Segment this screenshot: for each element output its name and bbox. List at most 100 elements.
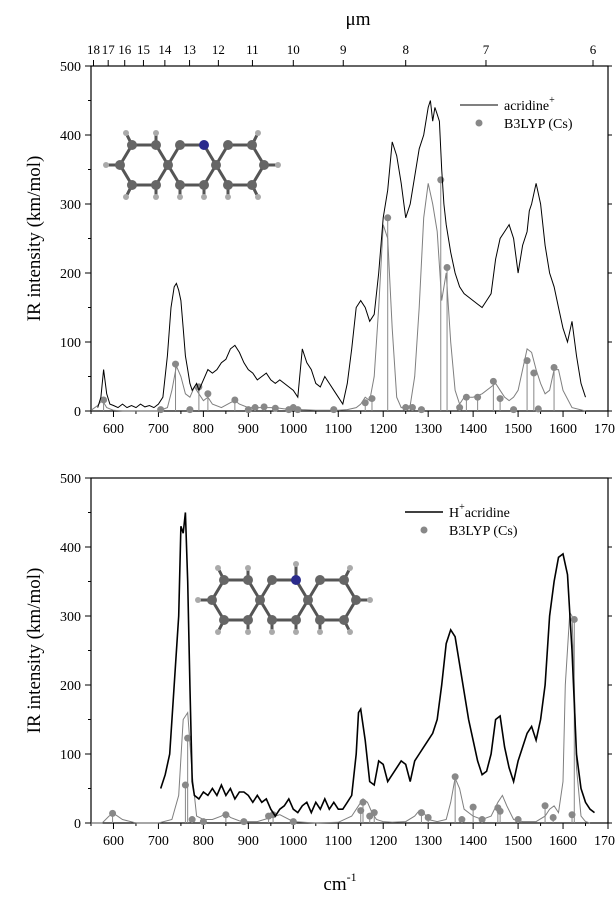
top-tick-label: 7 <box>483 42 490 57</box>
bottom-axis-unit-sup: -1 <box>347 870 357 884</box>
top-tick-label: 14 <box>158 42 172 57</box>
acridine-cation-molecule-illustration <box>103 130 281 200</box>
top-tick-label: 18 <box>87 42 100 57</box>
y-tick-label: 500 <box>60 60 81 75</box>
calculated-point <box>514 816 522 824</box>
x-tick-label: 1200 <box>369 834 397 849</box>
x-tick-label: 1000 <box>279 834 307 849</box>
x-tick-label: 800 <box>193 422 214 437</box>
calculated-point <box>549 813 557 821</box>
calculated-point <box>157 406 165 414</box>
y-tick-label: 200 <box>60 267 81 282</box>
calculated-point <box>188 816 196 824</box>
calculated-point <box>368 395 376 403</box>
calculated-point <box>231 396 239 404</box>
calculated-point <box>359 798 367 806</box>
x-tick-label: 1000 <box>279 422 307 437</box>
top-tick-label: 13 <box>183 42 196 57</box>
top-tick-label: 10 <box>287 42 300 57</box>
calculated-point <box>244 406 252 414</box>
calculated-point <box>370 809 378 817</box>
legend-sup: + <box>549 95 555 106</box>
calculated-point <box>294 406 302 414</box>
calculated-point <box>424 813 432 821</box>
x-tick-label: 1100 <box>325 422 352 437</box>
y-axis-label: IR intensity (km/mol) <box>24 568 45 734</box>
legend-prefix: H <box>449 506 459 521</box>
calculated-point <box>384 214 392 222</box>
y-tick-label: 300 <box>60 198 81 213</box>
calculated-point <box>489 377 497 385</box>
top-tick-label: 11 <box>246 42 259 57</box>
calculated-point <box>462 393 470 401</box>
legend-experiment-label: H+acridine <box>449 502 510 521</box>
protonated-acridine-molecule-illustration <box>195 561 373 635</box>
y-tick-label: 100 <box>60 748 81 763</box>
calculated-point <box>181 781 189 789</box>
legend-calculated-label: B3LYP (Cs) <box>449 524 518 539</box>
x-tick-label: 1400 <box>459 422 487 437</box>
calculated-point <box>496 395 504 403</box>
calculated-point <box>443 263 451 271</box>
calculated-point <box>568 811 576 819</box>
calculated-point <box>458 816 466 824</box>
calculated-point <box>260 403 268 411</box>
top-tick-label: 8 <box>402 42 409 57</box>
calculated-point <box>417 406 425 414</box>
bottom-axis-title: cm-1 <box>323 870 356 895</box>
calculated-point <box>361 399 369 407</box>
calculated-point <box>570 615 578 623</box>
y-tick-label: 0 <box>74 817 81 832</box>
top-tick-label: 9 <box>340 42 347 57</box>
y-axis-label: IR intensity (km/mol) <box>24 156 45 322</box>
calculated-point <box>100 396 108 404</box>
y-tick-label: 100 <box>60 336 81 351</box>
top-axis-title: μm <box>346 9 371 30</box>
legend-sup: + <box>459 502 465 513</box>
calculated-point <box>222 811 230 819</box>
experiment-spectrum-line <box>97 100 586 409</box>
plot-frame <box>90 477 609 824</box>
calculated-spectrum-line <box>91 610 591 824</box>
calculated-point <box>240 818 248 826</box>
calculated-point <box>534 405 542 413</box>
calculated-point <box>402 404 410 412</box>
calculated-spectrum-line <box>90 183 586 412</box>
calculated-point <box>437 176 445 184</box>
calculated-point <box>523 357 531 365</box>
y-tick-label: 400 <box>60 541 81 556</box>
x-tick-label: 800 <box>193 834 214 849</box>
calculated-point <box>550 364 558 372</box>
calculated-point <box>204 390 212 398</box>
x-tick-label: 1600 <box>549 834 577 849</box>
calculated-point <box>289 818 297 826</box>
x-tick-label: 1300 <box>414 422 442 437</box>
legend-calculated-label: B3LYP (Cs) <box>504 117 573 132</box>
calculated-point <box>330 406 338 414</box>
x-tick-label: 1200 <box>369 422 397 437</box>
legend-main: acridine <box>504 99 549 114</box>
calculated-point <box>510 406 518 414</box>
legend-experiment-label: acridine+ <box>504 95 555 114</box>
top-tick-label: 6 <box>590 42 597 57</box>
legend-main: acridine <box>465 506 510 521</box>
x-tick-label: 1600 <box>549 422 577 437</box>
calculated-point <box>417 809 425 817</box>
x-tick-label: 1100 <box>325 834 352 849</box>
calculated-point <box>451 773 459 781</box>
x-tick-label: 700 <box>148 422 169 437</box>
calculated-point <box>541 802 549 810</box>
calculated-point <box>530 369 538 377</box>
y-tick-label: 0 <box>74 405 81 420</box>
calculated-point <box>456 404 464 412</box>
y-tick-label: 500 <box>60 472 81 487</box>
legend-calculated-swatch <box>420 526 428 534</box>
calculated-point <box>469 803 477 811</box>
x-tick-label: 1300 <box>414 834 442 849</box>
y-tick-label: 400 <box>60 129 81 144</box>
bottom-axis-unit: cm <box>323 874 346 895</box>
x-tick-label: 700 <box>148 834 169 849</box>
